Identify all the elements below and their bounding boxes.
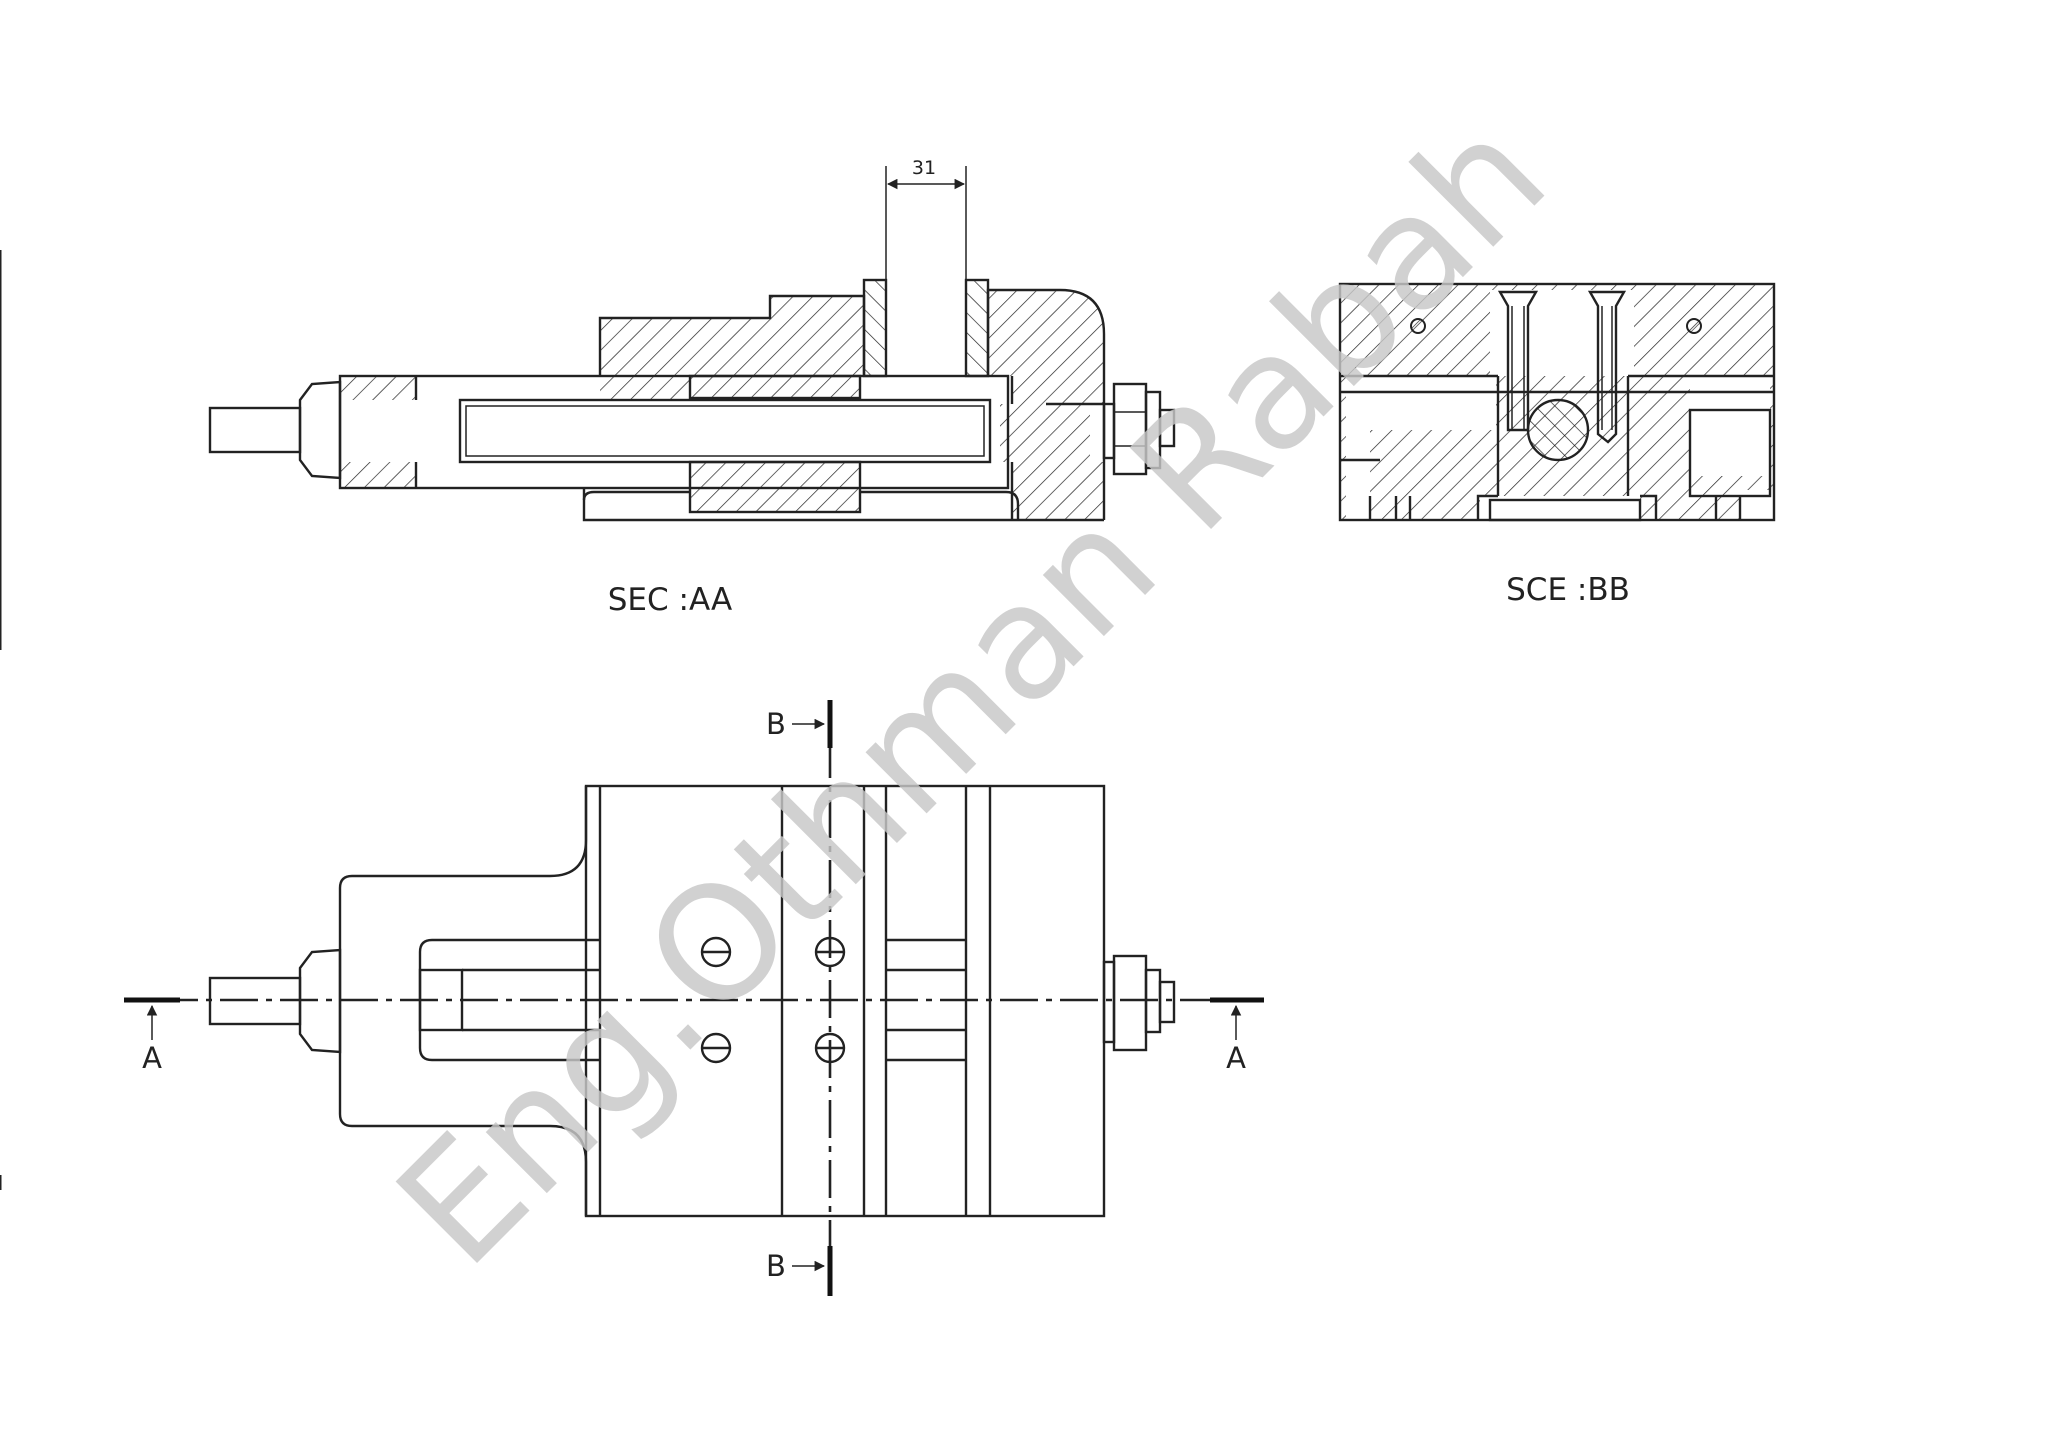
cut-label-b-top: B: [766, 707, 786, 741]
cut-label-a-left: A: [142, 1041, 162, 1075]
screw-right: [1587, 290, 1627, 444]
section-bb-title: SCE :BB: [1506, 572, 1630, 608]
cut-label-a-right: A: [1226, 1041, 1246, 1075]
watermark-text: Eng.Othman Rabah: [363, 83, 1581, 1301]
screw-head-1: [700, 936, 732, 968]
section-aa-title: SEC :AA: [608, 582, 732, 618]
handle-shaft: [208, 406, 302, 454]
section-bb-view: SCE :BB: [1338, 282, 1776, 608]
handle-hub: [298, 380, 342, 480]
bb-right-pocket: [1688, 408, 1772, 498]
spindle-section: [1526, 398, 1590, 462]
dimension-31-label: 31: [912, 157, 936, 179]
section-aa-view: 31 SEC :AA: [208, 157, 1176, 618]
fixed-jaw: [986, 288, 1106, 520]
nut-block: [688, 460, 862, 514]
cut-label-b-bottom: B: [766, 1249, 786, 1283]
spindle: [458, 398, 992, 464]
screw-head-3: [700, 1032, 732, 1064]
top-view: A A B B: [124, 700, 1264, 1296]
